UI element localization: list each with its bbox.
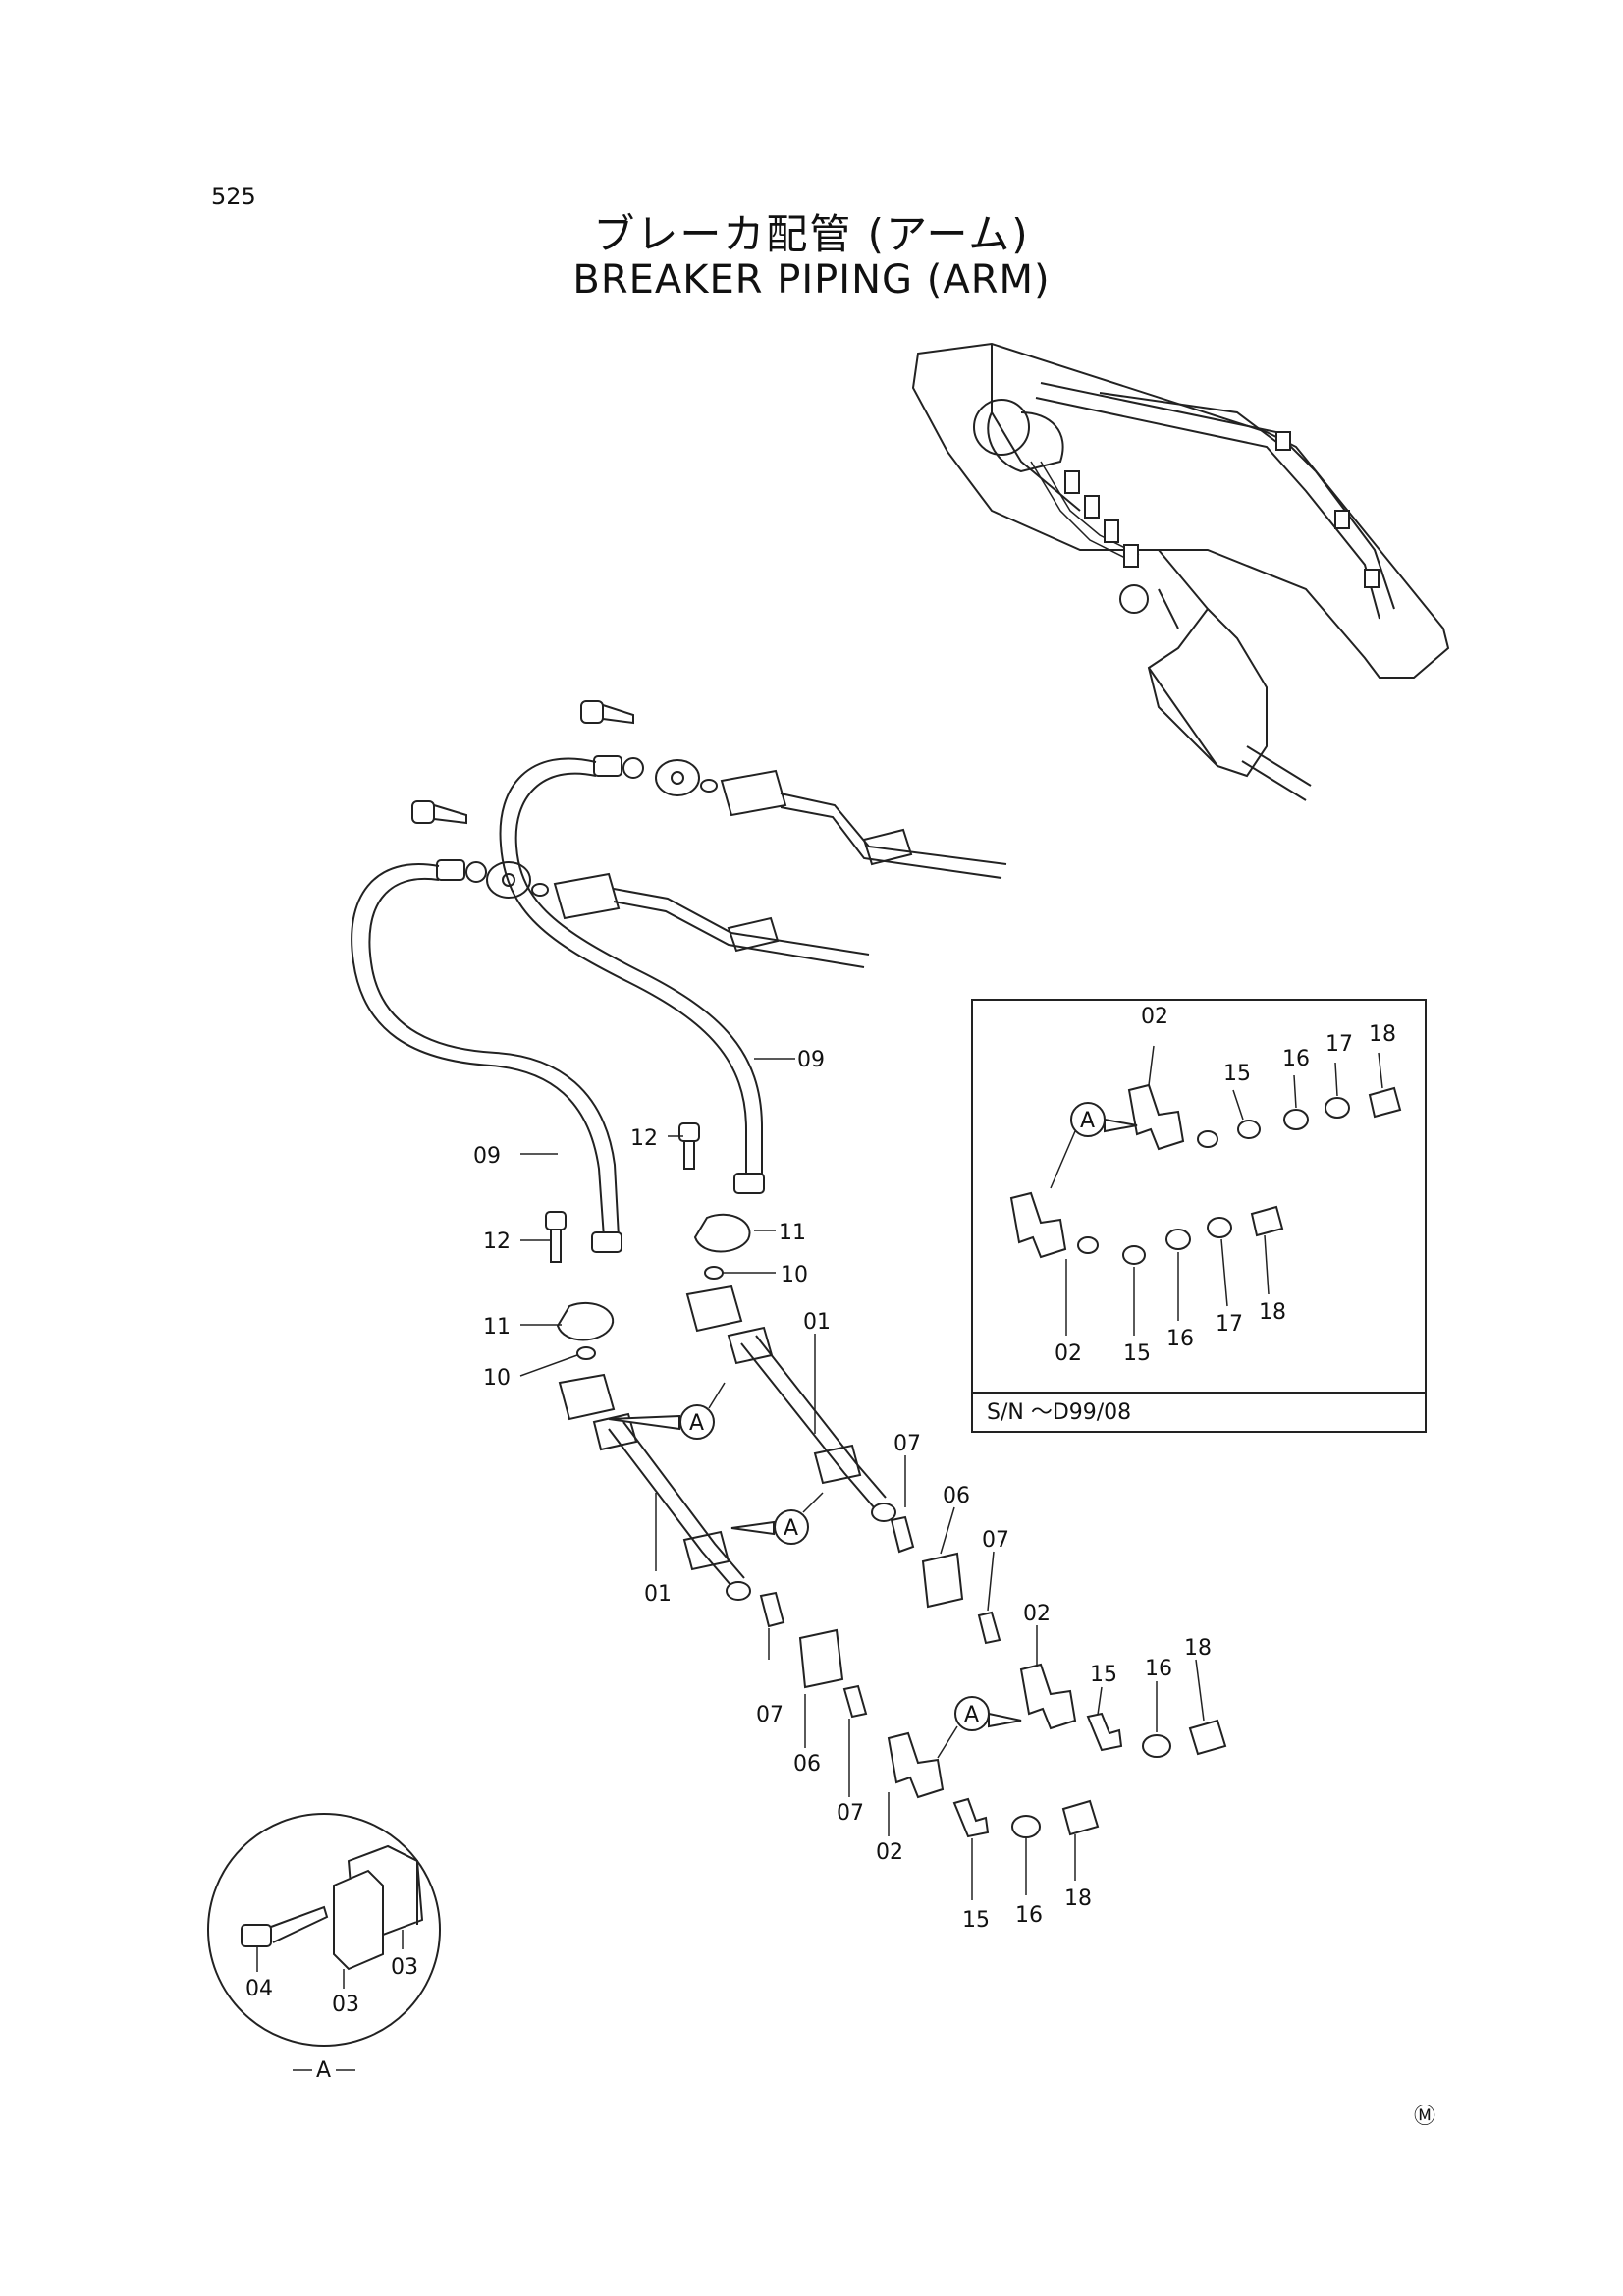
label-17: 17 bbox=[1216, 1312, 1243, 1337]
label-02: 02 bbox=[1055, 1341, 1082, 1366]
label-02: 02 bbox=[1141, 1005, 1168, 1029]
hoses bbox=[351, 757, 765, 1253]
label-01: 01 bbox=[644, 1582, 672, 1607]
label-10: 10 bbox=[483, 1366, 511, 1391]
label-06: 06 bbox=[793, 1752, 821, 1777]
label-09: 09 bbox=[473, 1144, 501, 1169]
label-11: 11 bbox=[779, 1221, 806, 1245]
label-01: 01 bbox=[803, 1310, 831, 1335]
label-02: 02 bbox=[1023, 1602, 1051, 1626]
lower-pipe-assembly bbox=[545, 1122, 1227, 1838]
label-04: 04 bbox=[245, 1977, 273, 2001]
label-12: 12 bbox=[630, 1126, 658, 1151]
callout-a-3: A bbox=[964, 1703, 979, 1727]
upper-pipe-assembly bbox=[411, 700, 1007, 968]
part-labels: 09 09 12 12 11 11 10 10 01 01 07 06 07 0… bbox=[245, 1005, 1396, 2017]
label-15: 15 bbox=[962, 1908, 990, 1933]
label-12: 12 bbox=[483, 1230, 511, 1254]
label-16: 16 bbox=[1282, 1047, 1310, 1071]
leader-lines bbox=[256, 1045, 1383, 1989]
serial-number-note: S/N ～D99/08 bbox=[987, 1400, 1131, 1425]
label-10: 10 bbox=[781, 1263, 808, 1287]
label-02: 02 bbox=[876, 1840, 903, 1865]
label-18: 18 bbox=[1369, 1022, 1396, 1047]
label-07: 07 bbox=[837, 1801, 864, 1826]
page-number: 525 bbox=[211, 183, 256, 210]
detail-view-label: A bbox=[316, 2058, 331, 2083]
callout-a-4: A bbox=[1080, 1109, 1095, 1133]
serial-inset bbox=[971, 999, 1427, 1433]
label-16: 16 bbox=[1015, 1903, 1043, 1928]
label-11: 11 bbox=[483, 1315, 511, 1339]
label-15: 15 bbox=[1223, 1062, 1251, 1086]
label-15: 15 bbox=[1123, 1341, 1151, 1366]
label-03: 03 bbox=[391, 1955, 418, 1980]
label-07: 07 bbox=[982, 1528, 1009, 1553]
label-17: 17 bbox=[1325, 1032, 1353, 1057]
label-09: 09 bbox=[797, 1048, 825, 1072]
label-06: 06 bbox=[943, 1484, 970, 1508]
label-16: 16 bbox=[1166, 1327, 1194, 1351]
excavator-arm-overview bbox=[911, 342, 1450, 801]
title-japanese: ブレーカ配管 (アーム) bbox=[593, 210, 1030, 258]
registered-mark: Ⓜ bbox=[1414, 2105, 1435, 2129]
callout-a-1: A bbox=[689, 1411, 704, 1436]
label-18: 18 bbox=[1184, 1636, 1212, 1661]
label-15: 15 bbox=[1090, 1663, 1117, 1687]
label-07: 07 bbox=[756, 1703, 784, 1727]
detail-view-a bbox=[207, 1813, 441, 2047]
label-18: 18 bbox=[1259, 1300, 1286, 1325]
callout-a-2: A bbox=[784, 1516, 798, 1541]
callout-arrows: A A A A bbox=[608, 1102, 1138, 1759]
label-03: 03 bbox=[332, 1993, 359, 2017]
title-english: BREAKER PIPING (ARM) bbox=[572, 257, 1051, 302]
label-16: 16 bbox=[1145, 1657, 1172, 1681]
label-18: 18 bbox=[1064, 1886, 1092, 1911]
label-07: 07 bbox=[893, 1432, 921, 1456]
